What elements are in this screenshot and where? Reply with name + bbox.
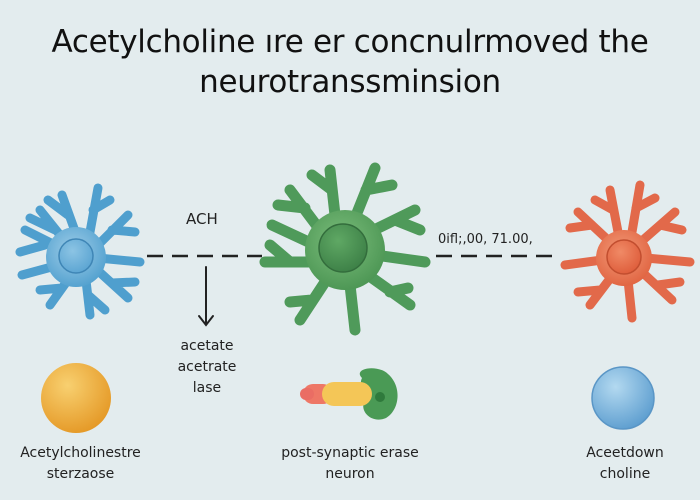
choline-sphere xyxy=(591,366,655,430)
down-arrow xyxy=(198,266,214,327)
process-label-acetrate: acetrate xyxy=(177,359,237,375)
right-neuron xyxy=(560,180,695,323)
process-label-acetate: acetate xyxy=(180,338,234,354)
acetylcholinesterase-sphere xyxy=(41,363,111,433)
process-label-lase: lase xyxy=(192,380,222,396)
center-neuron xyxy=(259,162,431,336)
left-caption-line-2: sterzaose xyxy=(46,466,115,482)
right-caption: Aceetdown choline xyxy=(570,443,680,485)
numbers-label: 0ifl;,00, 71.00, xyxy=(438,232,533,247)
left-caption: Acetylcholinestre sterzaose xyxy=(8,443,153,485)
diagram-title: Acetylcholine ıre er concnulrmoved the n… xyxy=(0,22,700,102)
left-neuron xyxy=(15,183,145,320)
center-caption: post-synaptic erase neuron xyxy=(270,443,430,485)
process-labels: acetate acetrate lase xyxy=(162,336,252,399)
right-caption-line-2: choline xyxy=(599,466,651,482)
enzyme-molecule xyxy=(300,368,398,420)
title-line-1: Acetylcholine ıre er concnulrmoved the xyxy=(51,24,649,60)
title-line-2: neurotranssminsion xyxy=(199,64,501,100)
right-caption-line-1: Aceetdown xyxy=(586,445,664,461)
center-caption-line-1: post-synaptic erase xyxy=(281,445,419,461)
left-caption-line-1: Acetylcholinestre xyxy=(20,445,141,461)
center-caption-line-2: neuron xyxy=(325,466,375,482)
ach-label: ACH xyxy=(186,210,218,228)
right-neuron-dendrites xyxy=(560,180,695,323)
center-neuron-dendrites xyxy=(259,162,431,336)
